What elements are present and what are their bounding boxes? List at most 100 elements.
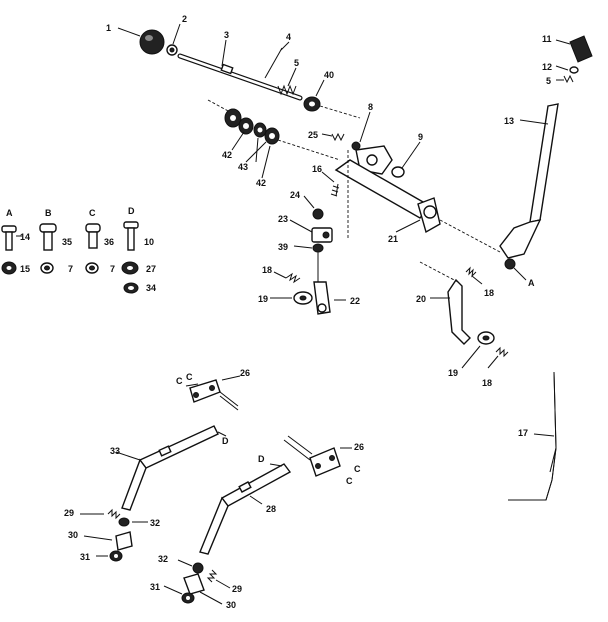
bushing-part-30-b (183, 573, 205, 595)
callout-C-2: C (186, 372, 193, 382)
callout-7-b: 7 (110, 264, 115, 274)
callout-21: 21 (388, 234, 398, 244)
nut-part-7-b (85, 262, 99, 274)
callout-29-b: 29 (232, 584, 242, 594)
bolt-letter-C: C (89, 208, 96, 218)
bushing-part-30-a (115, 531, 133, 551)
callout-31-b: 31 (150, 582, 160, 592)
callout-10: 10 (144, 237, 154, 247)
link-part-22 (313, 281, 331, 315)
nut-part-31-b (181, 592, 195, 604)
callout-C-3: C (354, 464, 361, 474)
callout-C-1: C (176, 376, 183, 386)
washer-part-34 (123, 282, 139, 294)
spring-part-25 (331, 132, 361, 151)
callout-14: 14 (20, 232, 30, 242)
washer-part-42-c (264, 127, 280, 145)
callout-26-a: 26 (240, 368, 250, 378)
callout-13: 13 (504, 116, 514, 126)
callout-2: 2 (182, 14, 187, 24)
callout-26-b: 26 (354, 442, 364, 452)
callout-33: 33 (110, 446, 120, 456)
callout-30-b: 30 (226, 600, 236, 610)
lever-part-20 (447, 278, 471, 345)
bolt-letter-A: A (6, 208, 13, 218)
linkage-part-33 (121, 425, 219, 511)
nut-part-32-b (192, 562, 204, 574)
callout-34: 34 (146, 283, 156, 293)
bracket-part-8 (355, 145, 393, 175)
spring-part-18-c (495, 346, 509, 358)
spring-part-5 (277, 84, 297, 96)
shaft-part-21 (334, 159, 441, 234)
nut-part-27 (121, 261, 139, 275)
callout-36: 36 (104, 237, 114, 247)
callout-7-a: 7 (68, 264, 73, 274)
callout-39: 39 (278, 242, 288, 252)
callout-42-a: 42 (222, 150, 232, 160)
callout-28: 28 (266, 504, 276, 514)
knob-part-1 (139, 29, 165, 55)
callout-5: 5 (294, 58, 299, 68)
bolt-part-10 (123, 221, 139, 251)
callout-18-c: 18 (482, 378, 492, 388)
spring-part-5-b (563, 74, 574, 84)
callout-19-b: 19 (448, 368, 458, 378)
callout-5-b: 5 (546, 76, 551, 86)
callout-27: 27 (146, 264, 156, 274)
linkage-part-28 (199, 463, 292, 555)
callout-17: 17 (518, 428, 528, 438)
callout-12: 12 (542, 62, 552, 72)
bolt-part-14 (1, 225, 17, 251)
callout-1: 1 (106, 23, 111, 33)
callout-29-a: 29 (64, 508, 74, 518)
nut-part-31-a (109, 550, 123, 562)
callout-3: 3 (224, 30, 229, 40)
spring-part-29-b (206, 569, 218, 583)
callout-18-a: 18 (262, 265, 272, 275)
spring-part-18-b (465, 266, 477, 278)
callout-42-b: 42 (256, 178, 266, 188)
washer-part-42-a (224, 108, 242, 128)
callout-35: 35 (62, 237, 72, 247)
handle-grip-part-11 (569, 35, 593, 63)
callout-C-4: C (346, 476, 353, 486)
nut-part-39 (312, 243, 324, 253)
washer-part-43 (253, 122, 267, 138)
rod-part-17 (508, 371, 557, 501)
callout-24: 24 (290, 190, 300, 200)
spring-part-18-a (285, 272, 301, 284)
nut-part-24 (312, 208, 324, 220)
clip-part-9 (391, 166, 405, 178)
callout-23: 23 (278, 214, 288, 224)
callout-15: 15 (20, 264, 30, 274)
ring-part-12 (569, 66, 579, 74)
nut-part-15 (1, 261, 17, 275)
washer-part-19-a (293, 291, 313, 305)
callout-31-a: 31 (80, 552, 90, 562)
callout-18-b: 18 (484, 288, 494, 298)
callout-D-1: D (222, 436, 229, 446)
callout-43: 43 (238, 162, 248, 172)
nut-part-7-a (40, 262, 54, 274)
nut-part-32-a (118, 517, 130, 527)
callout-11: 11 (542, 34, 552, 44)
callout-19-a: 19 (258, 294, 268, 304)
bracket-part-26-b (309, 447, 341, 477)
callout-20: 20 (416, 294, 426, 304)
washer-part-19-b (477, 331, 495, 345)
callout-32-a: 32 (150, 518, 160, 528)
washer-part-42-b (238, 117, 254, 135)
pin-part-16 (330, 183, 340, 197)
callout-16: 16 (312, 164, 322, 174)
callout-32-b: 32 (158, 554, 168, 564)
callout-40: 40 (324, 70, 334, 80)
callout-D-2: D (258, 454, 265, 464)
pin-part-4 (264, 47, 283, 79)
callout-22: 22 (350, 296, 360, 306)
bolt-letter-D: D (128, 206, 135, 216)
nut-part-40 (303, 96, 321, 112)
spring-part-29-a (107, 508, 121, 520)
block-part-23 (311, 227, 333, 243)
